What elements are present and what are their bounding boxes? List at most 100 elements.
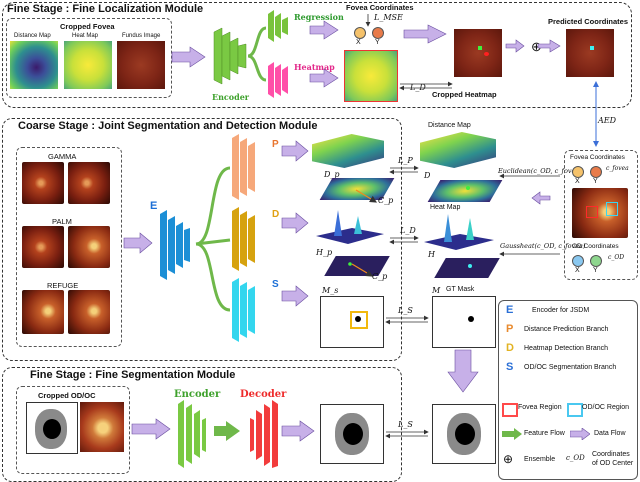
c-od-label: c_OD [608,254,625,261]
fovea-y-circle [372,27,384,39]
hp-label: H_p [316,248,333,257]
predicted-coordinates-label: Predicted Coordinates [548,17,629,26]
coarse-od-x [572,255,584,267]
coarse-panel [2,118,402,361]
odoc-fundus-crop [80,402,124,452]
cropped-odoc-label: Cropped OD/OC [38,391,96,400]
fine-seg-encoder [178,400,206,468]
heatmap-branch [268,62,288,98]
legend-box [498,300,638,480]
fine-loc-patch [454,29,502,77]
fundus-image-label: Fundus Image [122,33,161,39]
coarse-coord-od-region [606,202,618,216]
refuge-image-2 [68,290,110,334]
dp-label: D_p [324,170,340,179]
coarse-od-y-label: Y [593,267,598,274]
legend-data-flow-text: Data Flow [594,430,626,437]
legend-e-text: Encoder for JSDM [532,307,590,314]
ls-label: L_S [398,306,413,315]
coarse-e-label: E [150,200,158,212]
pred-mask-dot [355,316,361,322]
dataset-refuge-label: REFUGE [47,281,79,290]
fundus-crop-image [117,41,165,89]
regression-branch [268,10,288,42]
pred-mask [320,296,384,348]
legend-cod-symbol: c_OD [566,454,585,462]
legend-feature-flow-arrow [502,428,522,440]
aed-label: AED [598,116,617,125]
legend-data-flow-arrow [570,428,590,440]
fovea-coord-label: Fovea Coordinates [570,154,625,161]
euclidean-label: Euclidean(c_OD, c_fovea) [498,167,582,175]
fine-loc-encoder [213,27,247,85]
p-label: P [272,139,279,150]
d-branch [232,207,255,271]
gt-heatmap-3d [424,214,494,250]
legend-fovea-text: Fovea Region [518,404,562,411]
p-branch [232,134,255,200]
cropped-fovea-label: Cropped Fovea [60,22,115,31]
coarse-od-x-label: X [575,267,580,274]
cp-label-2: C_p [372,272,388,281]
heatmap-label: Heatmap [294,62,335,72]
legend-fovea-swatch [502,403,518,417]
predicted-marker [590,46,594,50]
legend-p-symbol: P [506,323,514,335]
gt-mask [432,296,496,348]
regression-label: Regression [294,12,344,22]
fovea-x-circle [354,27,366,39]
lp-label: L_P [398,156,413,165]
coarse-od-y [590,255,602,267]
od-coord-label: OD Coordinates [572,243,619,250]
fine-loc-encoder-label: Encoder [212,92,250,102]
cp-label-1: C_p [378,196,394,205]
fovea-y-label: Y [375,39,380,46]
coarse-fovea-x [572,166,584,178]
gamma-image-2 [68,162,110,204]
fine-seg-encoder-label: Encoder [174,389,221,400]
legend-ensemble-symbol: ⊕ [503,452,514,466]
gamma-image-1 [22,162,64,204]
pred-mask-region [350,311,368,329]
fine-seg-title: Fine Stage : Fine Segmentation Module [30,369,236,381]
predicted-coordinates-patch [566,29,614,77]
fine-loc-ld-label: L_D [410,83,426,92]
legend-p-text: Distance Prediction Branch [524,326,609,333]
coarse-coord-fundus [572,188,628,238]
legend-e-symbol: E [506,304,514,316]
legend-s-symbol: S [506,361,514,373]
dataset-gamma-label: GAMMA [48,152,77,161]
refuge-image-1 [22,290,64,334]
distance-map-image [10,41,58,89]
dataset-palm-label: PALM [52,217,72,226]
datasets-box [16,147,122,347]
coarse-encoder [160,210,190,280]
legend-odoc-swatch [567,403,583,417]
s-label: S [272,279,279,290]
fovea-marker-red [484,52,489,56]
heat-map-label: Heat Map [72,33,99,39]
fovea-x-label: X [356,39,361,46]
ms-label: M_s [322,286,339,295]
distance-map-gt-label: Distance Map [428,122,471,129]
decoder-label: Decoder [240,389,287,400]
d-gt-label: D [424,171,431,180]
coarse-fovea-y [590,166,602,178]
cropped-heatmap-label: Cropped Heatmap [432,90,497,99]
fine-seg-ls-label: L_S [398,420,413,429]
h-gt-label: H [428,250,435,259]
cropped-odoc-box [16,386,130,474]
legend-ensemble-text: Ensemble [524,456,556,463]
legend-d-symbol: D [506,342,514,354]
fine-localization-title: Fine Stage : Fine Localization Module [7,3,204,15]
final-mask [432,404,496,464]
pred-heatmap-3d [316,210,384,244]
palm-image-1 [22,226,64,268]
predicted-heatmap [344,50,398,102]
palm-image-2 [68,226,110,268]
coordinates-box [564,150,638,280]
fine-localization-panel [2,2,632,108]
coarse-fovea-y-label: Y [593,178,598,185]
distance-map-label: Distance Map [14,33,51,39]
m-label: M [432,286,441,295]
